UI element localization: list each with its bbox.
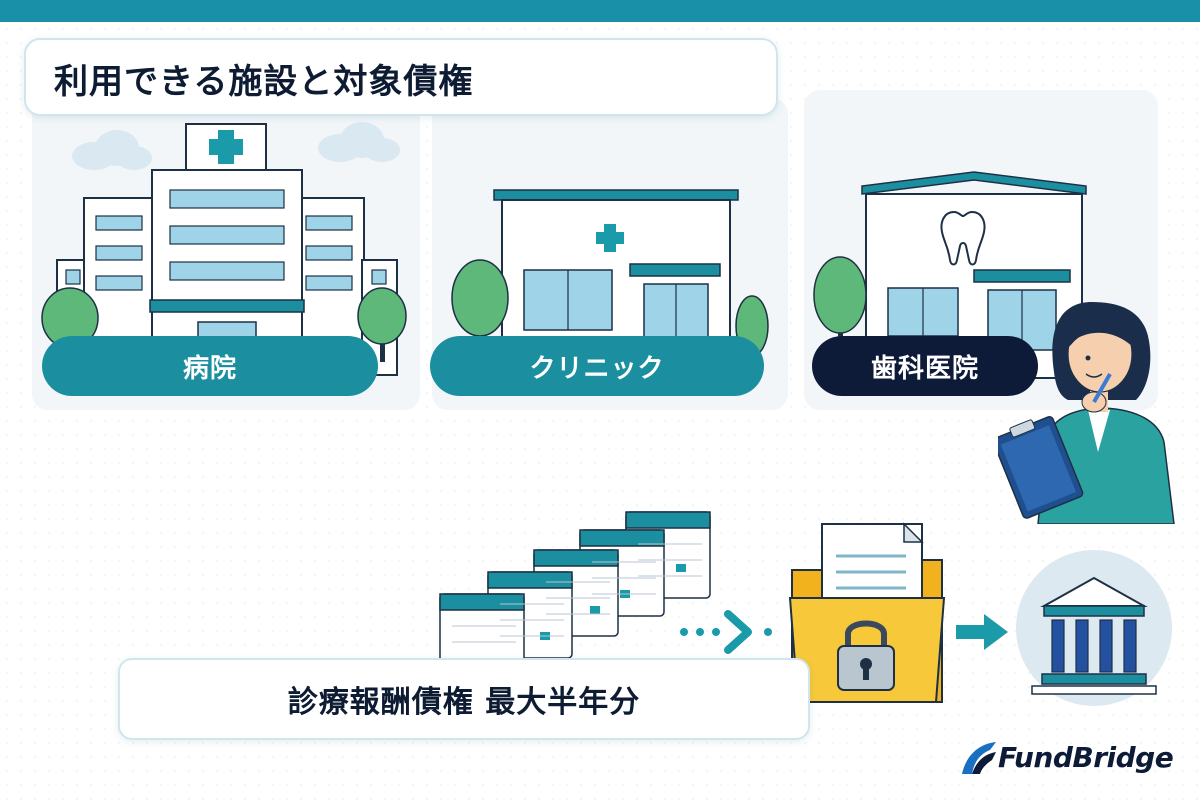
title-box: 利用できる施設と対象債権	[24, 38, 778, 116]
fundbridge-logo-text: FundBridge	[998, 741, 1174, 774]
locked-folder-icon	[788, 522, 946, 703]
hospital-card	[32, 98, 420, 410]
consultant-illustration	[998, 302, 1175, 524]
top-bar	[0, 0, 1200, 22]
dotted-arrow-icon	[680, 610, 772, 654]
facility-pill-dental: 歯科医院	[812, 336, 1038, 396]
page-title: 利用できる施設と対象債権	[54, 62, 474, 102]
facility-pill-clinic: クリニック	[430, 336, 764, 396]
hospital-illustration	[41, 122, 407, 376]
bank-building-icon	[1016, 550, 1172, 706]
fundbridge-logo-icon	[962, 742, 996, 774]
calendar-stack-illustration	[439, 511, 711, 670]
claim-label-box: 診療報酬債権 最大半年分	[118, 658, 810, 740]
arrow-right-icon	[956, 614, 1008, 650]
facility-pill-hospital: 病院	[42, 336, 378, 396]
